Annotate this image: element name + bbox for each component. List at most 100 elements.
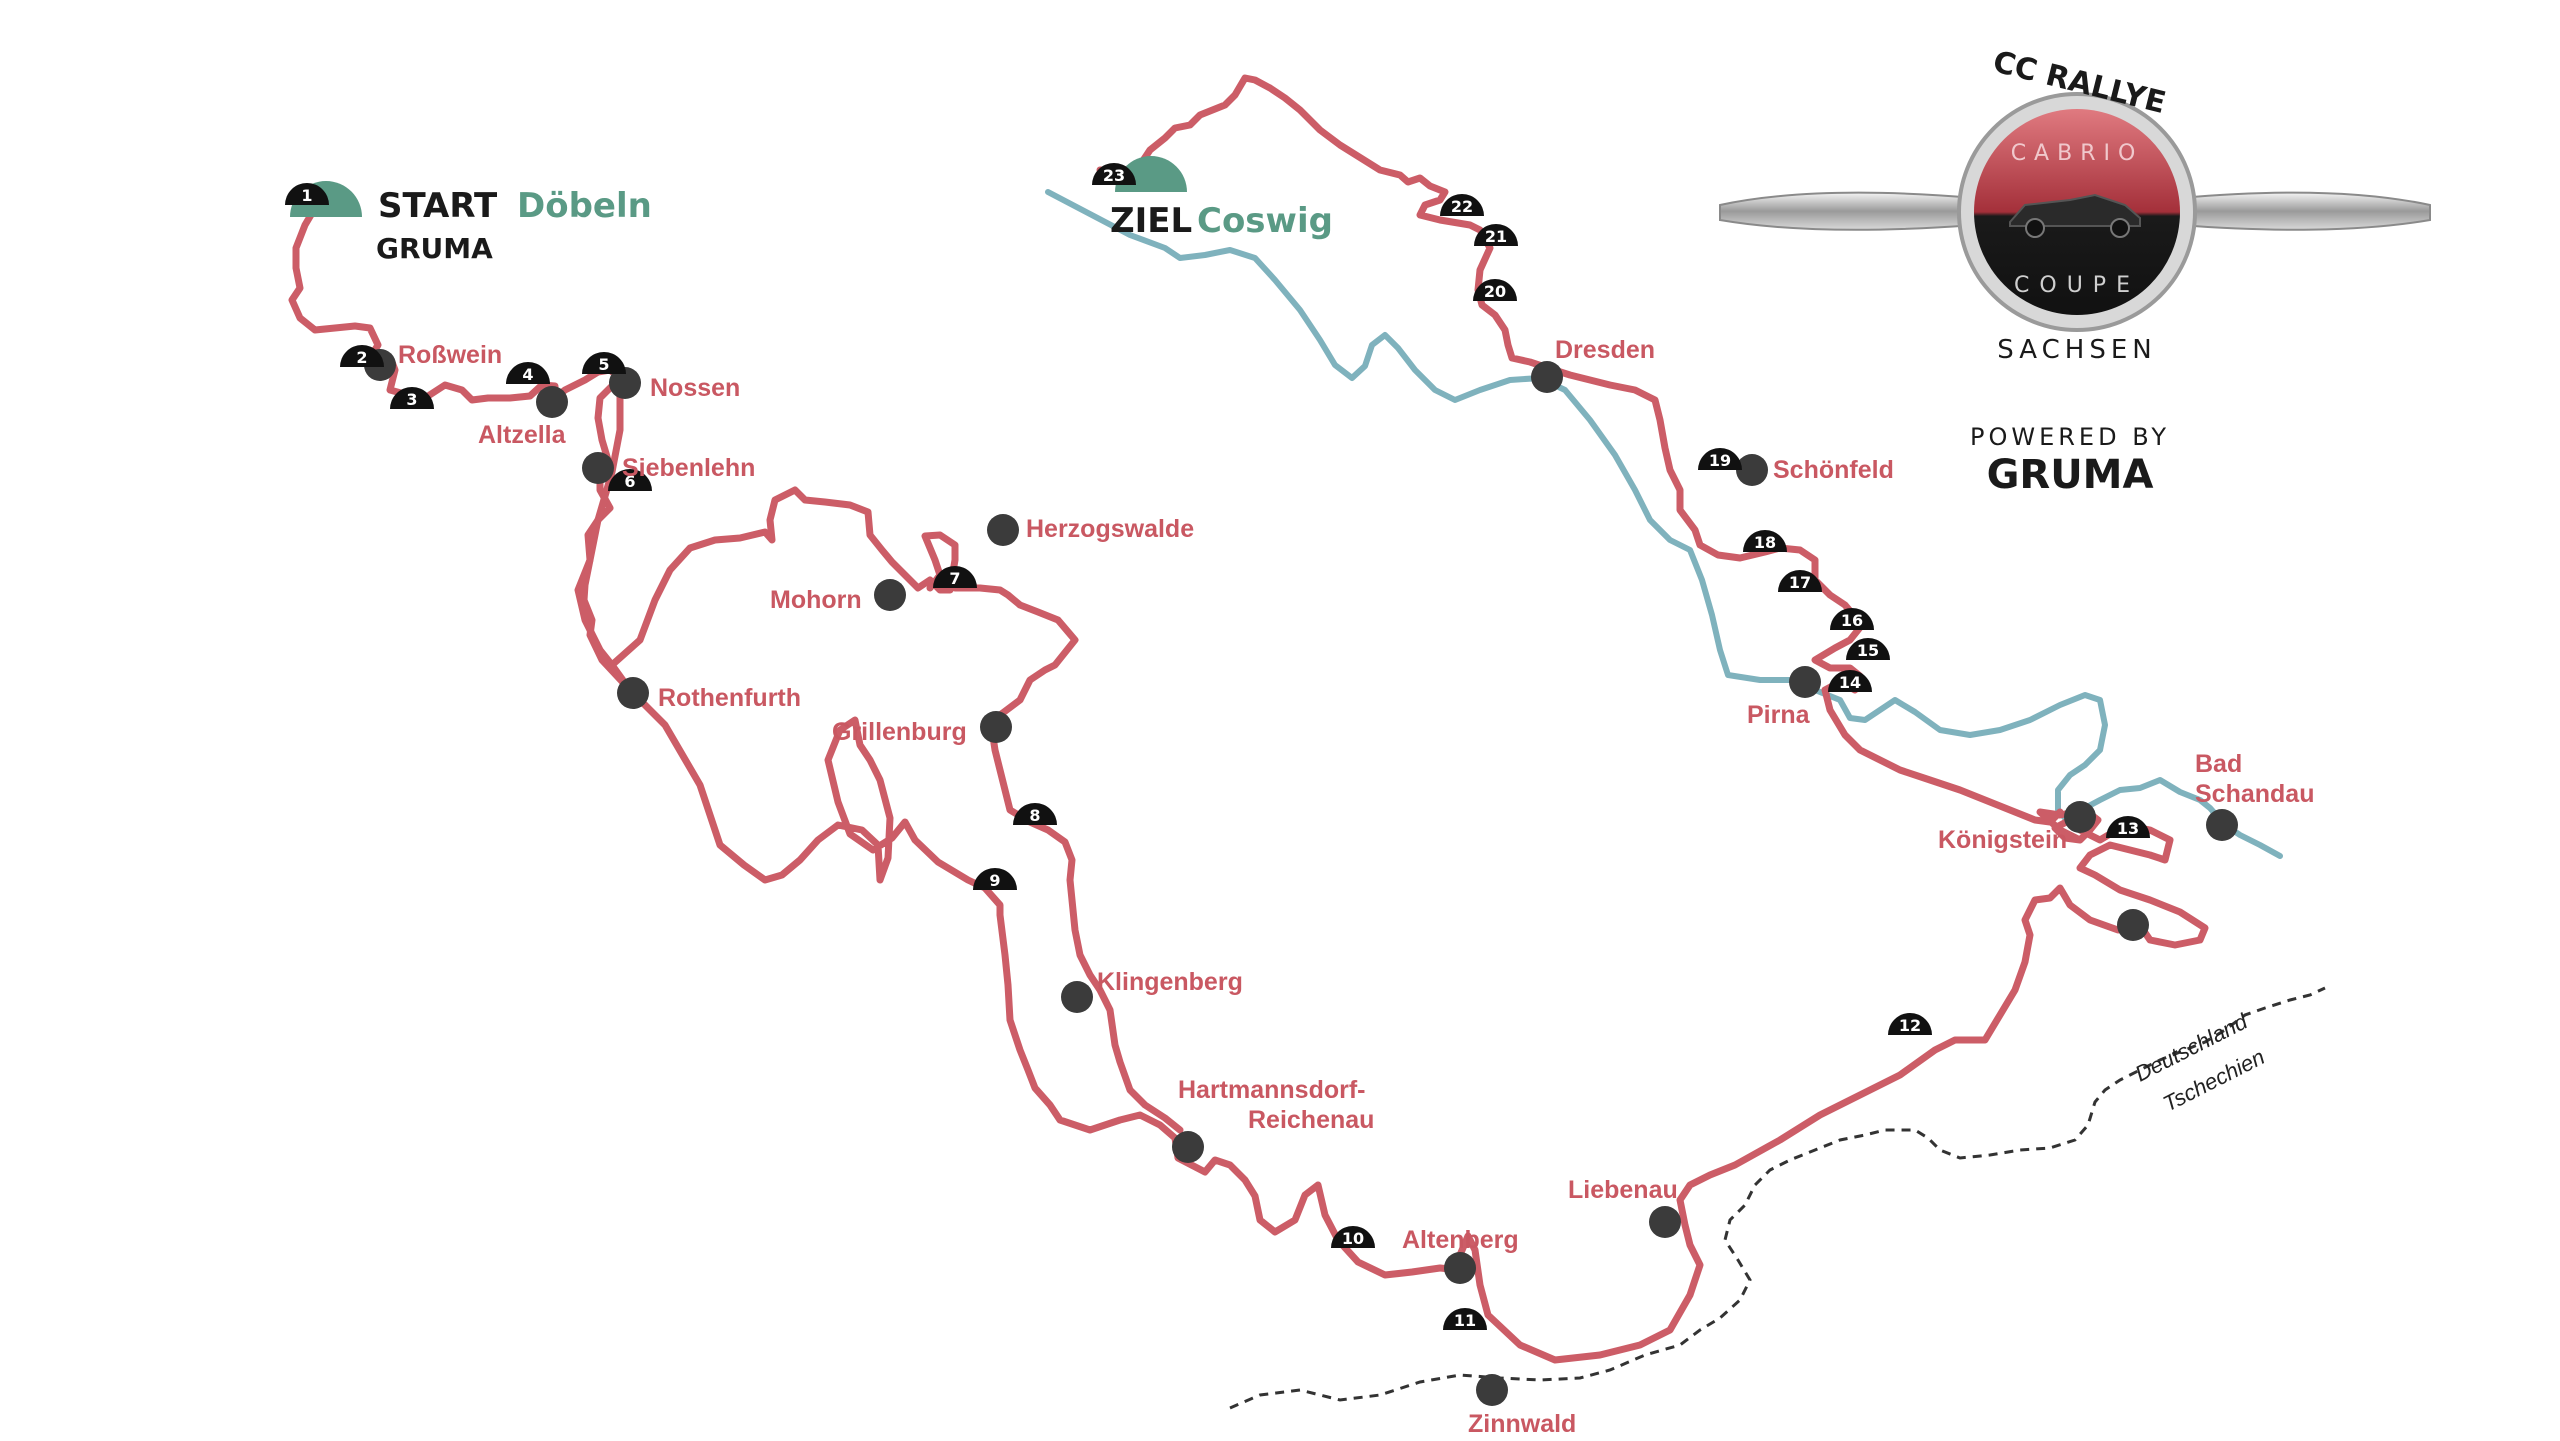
start-city: Döbeln — [517, 186, 652, 226]
stage-6-label: 6 — [624, 472, 635, 491]
logo-ring-bottom: COUPE — [2014, 273, 2140, 298]
label-schoenfeld: Schönfeld — [1773, 456, 1894, 484]
stage-19-label: 19 — [1709, 451, 1731, 470]
label-nossen: Nossen — [650, 374, 740, 402]
label-pirna: Pirna — [1747, 701, 1811, 729]
marker-dresden — [1531, 361, 1563, 393]
logo-bottom-text: SACHSEN — [1997, 335, 2156, 365]
stage-9-label: 9 — [989, 871, 1000, 890]
stage-15-marker — [1846, 638, 1890, 660]
marker-schoenfeld — [1736, 454, 1768, 486]
label-hartmannsdorf-2: Reichenau — [1248, 1106, 1374, 1134]
stage-10-marker — [1331, 1226, 1375, 1248]
logo-wing-right — [2179, 191, 2431, 231]
rally-logo: CC RALLYE CABRIO COUPE SACHSEN POWERED B… — [1719, 44, 2431, 498]
stage-20-label: 20 — [1484, 282, 1506, 301]
stage-8-marker — [1013, 803, 1057, 825]
stage-22-label: 22 — [1451, 197, 1473, 216]
stage-20-marker — [1473, 279, 1517, 301]
stage-3-label: 3 — [406, 390, 417, 409]
stage-18-marker — [1743, 530, 1787, 552]
label-bad-schandau-2: Schandau — [2195, 780, 2314, 808]
start-label: START — [378, 186, 498, 226]
label-altenberg: Altenberg — [1402, 1226, 1519, 1254]
stage-7-label: 7 — [949, 569, 960, 588]
stage-10-label: 10 — [1342, 1229, 1364, 1248]
stage-9-marker — [973, 868, 1017, 890]
stage-2-label: 2 — [356, 348, 367, 367]
label-grillenburg: Grillenburg — [832, 718, 967, 746]
stage-14-marker — [1828, 670, 1872, 692]
marker-altenberg — [1444, 1252, 1476, 1284]
label-siebenlehn: Siebenlehn — [622, 454, 755, 482]
stage-17-marker — [1778, 570, 1822, 592]
stage-21-label: 21 — [1485, 227, 1507, 246]
marker-hartmannsdorf — [1172, 1131, 1204, 1163]
marker-zinnwald — [1476, 1374, 1508, 1406]
stage-19-marker — [1698, 448, 1742, 470]
stage-6-marker — [608, 469, 652, 491]
marker-siebenlehn — [582, 452, 614, 484]
logo-brand: GRUMA — [1987, 452, 2154, 498]
marker-bad-schandau — [2206, 809, 2238, 841]
marker-pirna — [1789, 666, 1821, 698]
marker-liebenau — [1649, 1206, 1681, 1238]
stage-12-label: 12 — [1899, 1016, 1921, 1035]
stage-23-label: 23 — [1103, 166, 1125, 185]
stage-11-marker — [1443, 1308, 1487, 1330]
marker-koenigstein — [2064, 801, 2096, 833]
stage-15-label: 15 — [1857, 641, 1879, 660]
stage-21-marker — [1474, 224, 1518, 246]
finish-city: Coswig — [1197, 201, 1333, 241]
label-rosswein: Roßwein — [398, 341, 502, 369]
label-bad-schandau-1: Bad — [2195, 750, 2242, 778]
stage-7-marker — [933, 566, 977, 588]
stage-17-label: 17 — [1789, 573, 1811, 592]
stage-11-label: 11 — [1454, 1311, 1476, 1330]
label-herzogswalde: Herzogswalde — [1026, 515, 1194, 543]
stage-16-marker — [1830, 608, 1874, 630]
rally-route — [288, 74, 2209, 1364]
marker-klingenberg — [1061, 981, 1093, 1013]
marker-grillenburg — [980, 711, 1012, 743]
start-marker: 1 — [285, 181, 362, 217]
place-labels: Roßwein Nossen Altzella Siebenlehn Herzo… — [398, 336, 2314, 1438]
marker-altzella — [536, 386, 568, 418]
car-icon — [2009, 193, 2141, 227]
stage-18-label: 18 — [1754, 533, 1776, 552]
finish-marker: 23 — [1092, 156, 1187, 192]
stage-5-label: 5 — [598, 355, 609, 374]
stage-13-marker — [2106, 816, 2150, 838]
stage-16-label: 16 — [1841, 611, 1863, 630]
marker-extra — [2117, 909, 2149, 941]
stage-14-label: 14 — [1839, 673, 1861, 692]
label-zinnwald: Zinnwald — [1468, 1410, 1576, 1438]
stage-4-marker — [506, 362, 550, 384]
marker-mohorn — [874, 579, 906, 611]
stage-4-label: 4 — [522, 365, 533, 384]
stage-2-marker — [340, 345, 384, 367]
country-border — [1229, 986, 2326, 1410]
logo-ring-top: CABRIO — [2011, 141, 2144, 166]
marker-rothenfurth — [617, 677, 649, 709]
label-dresden: Dresden — [1555, 336, 1655, 364]
label-liebenau: Liebenau — [1568, 1176, 1678, 1204]
logo-powered: POWERED BY — [1970, 423, 2170, 451]
route-loop-west — [574, 374, 1184, 1134]
label-altzella: Altzella — [478, 421, 567, 449]
marker-herzogswalde — [987, 514, 1019, 546]
stage-1-label: 1 — [301, 186, 312, 205]
start-sponsor: GRUMA — [376, 232, 493, 265]
label-hartmannsdorf-1: Hartmannsdorf- — [1178, 1076, 1366, 1104]
logo-wing-left — [1719, 191, 1976, 231]
place-markers — [364, 349, 2238, 1406]
stage-22-marker — [1440, 194, 1484, 216]
label-mohorn: Mohorn — [770, 586, 862, 614]
label-klingenberg: Klingenberg — [1097, 968, 1243, 996]
stage-5-marker — [582, 352, 626, 374]
stage-12-marker — [1888, 1013, 1932, 1035]
stage-8-label: 8 — [1029, 806, 1040, 825]
stage-3-marker — [390, 387, 434, 409]
